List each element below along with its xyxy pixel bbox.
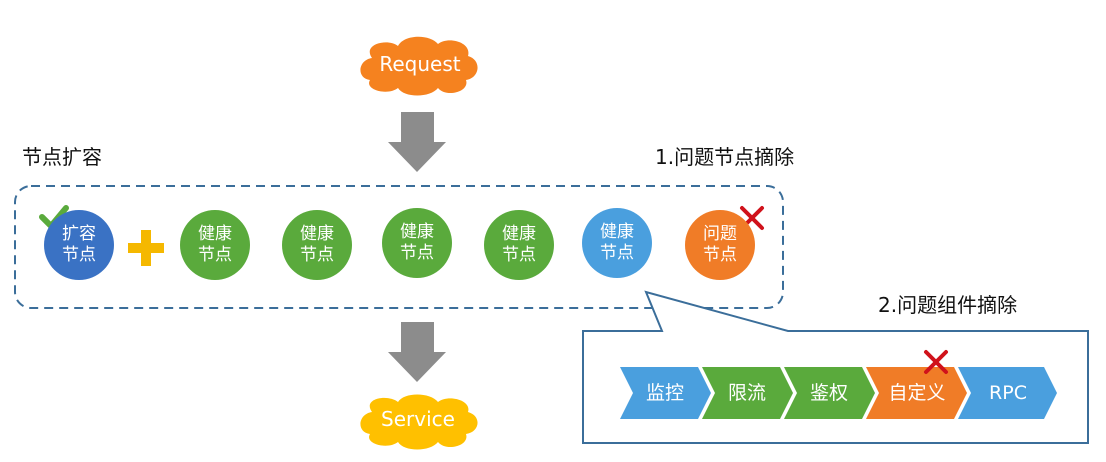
node-text: 扩容 <box>62 224 96 244</box>
remove-component-label: 2.问题组件摘除 <box>878 293 1018 317</box>
node-text: 节点 <box>600 243 634 263</box>
node-healthy: 健康 节点 <box>484 210 554 280</box>
request-cloud <box>360 36 478 96</box>
component-label: 限流 <box>727 382 766 404</box>
node-cluster-box <box>14 185 784 309</box>
request-label: Request <box>379 52 461 76</box>
chevron-auth <box>784 367 875 419</box>
component-label: 监控 <box>645 382 684 404</box>
node-text: 节点 <box>198 245 232 265</box>
arrow-down-icon <box>388 322 446 382</box>
component-label: 自定义 <box>888 382 946 404</box>
chevron-custom <box>866 367 967 419</box>
node-text: 节点 <box>502 245 536 265</box>
node-text: 问题 <box>703 224 737 244</box>
cross-icon <box>924 350 948 374</box>
node-text: 节点 <box>703 245 737 265</box>
plus-icon <box>128 230 164 266</box>
chevron-ratelimit <box>702 367 793 419</box>
node-text: 节点 <box>300 245 334 265</box>
node-text: 节点 <box>400 243 434 263</box>
node-text: 健康 <box>198 224 232 244</box>
node-problem: 问题 节点 <box>685 210 755 280</box>
chevron-rpc <box>958 367 1057 419</box>
node-scale-out: 扩容 节点 <box>44 210 114 280</box>
node-text: 健康 <box>502 224 536 244</box>
component-label: 鉴权 <box>809 382 848 404</box>
scale-out-label: 节点扩容 <box>22 145 102 169</box>
node-text: 健康 <box>400 222 434 242</box>
node-healthy: 健康 节点 <box>180 210 250 280</box>
node-text: 节点 <box>62 245 96 265</box>
service-label: Service <box>381 407 455 431</box>
node-healthy: 健康 节点 <box>282 210 352 280</box>
service-cloud <box>360 394 478 450</box>
arrow-down-icon <box>388 112 446 172</box>
node-healthy: 健康 节点 <box>382 208 452 278</box>
node-text: 健康 <box>600 222 634 242</box>
component-label: RPC <box>989 382 1027 404</box>
remove-node-label: 1.问题节点摘除 <box>655 145 795 169</box>
chevron-monitor <box>620 367 711 419</box>
node-text: 健康 <box>300 224 334 244</box>
node-healthy: 健康 节点 <box>582 208 652 278</box>
